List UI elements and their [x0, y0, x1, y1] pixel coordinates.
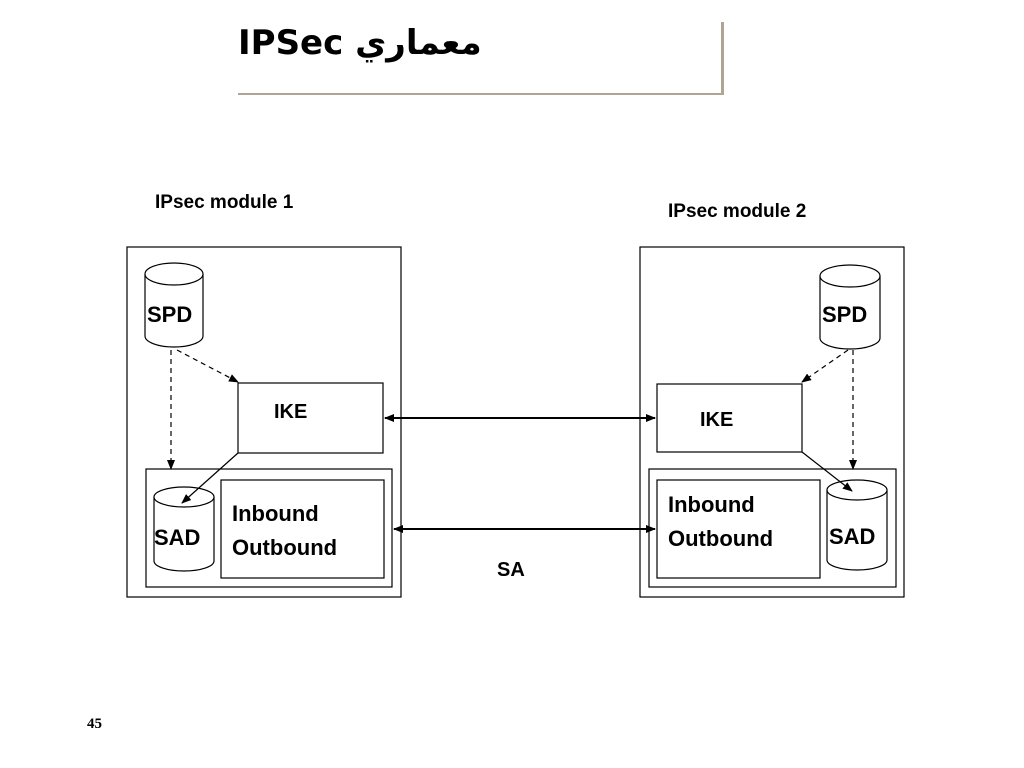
spd-to-ike-arrow-1 — [176, 349, 239, 383]
spd-to-ike-arrow-2 — [801, 349, 849, 383]
outbound-label-1: Outbound — [232, 535, 337, 560]
module-2-box — [639, 246, 905, 598]
ike-box-2 — [656, 383, 803, 453]
spd-label-1: SPD — [147, 302, 192, 327]
ike-to-sad-arrow-1 — [181, 452, 239, 504]
ike-label-2: IKE — [700, 409, 733, 431]
spd-database-2 — [819, 264, 881, 350]
inbound-label-1: Inbound — [232, 501, 319, 526]
sa-label: SA — [497, 559, 525, 581]
module-1-box — [126, 246, 402, 598]
module-1-label: IPsec module 1 — [155, 192, 294, 213]
spd-database-1 — [144, 262, 204, 348]
slide-title: معماري IPSec — [238, 23, 482, 63]
sad-label-2: SAD — [829, 524, 875, 549]
sa-container-1 — [145, 468, 393, 588]
inbound-outbound-box-1 — [220, 479, 385, 579]
sad-database-2 — [826, 479, 888, 571]
inbound-outbound-box-2 — [656, 479, 821, 579]
module-2-label: IPsec module 2 — [668, 201, 806, 222]
page-number: 45 — [87, 716, 102, 732]
ike-to-sad-arrow-2 — [801, 451, 853, 492]
outbound-label-2: Outbound — [668, 526, 773, 551]
ike-label-1: IKE — [274, 401, 307, 423]
spd-label-2: SPD — [822, 302, 867, 327]
title-side-rule — [721, 22, 724, 95]
title-underline — [238, 93, 724, 95]
inbound-label-2: Inbound — [668, 492, 755, 517]
sad-label-1: SAD — [154, 525, 200, 550]
ike-box-1 — [237, 382, 384, 454]
